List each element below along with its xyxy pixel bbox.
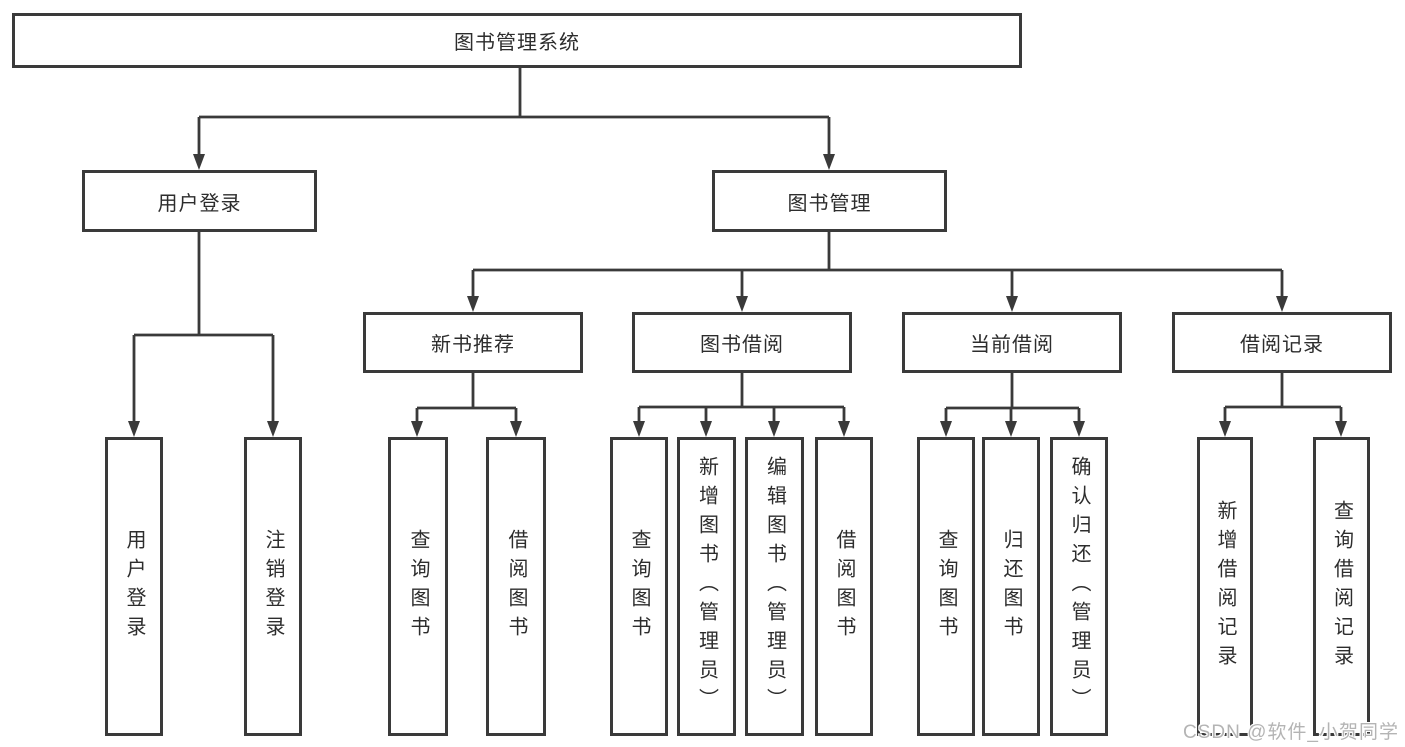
leaf-confirm-return-admin: 确认归还（管理员） <box>1050 437 1108 736</box>
leaf-borrowing-query-books-label: 查询图书 <box>628 528 650 645</box>
node-user-login-label: 用户登录 <box>157 192 242 215</box>
leaf-add-book-admin-label: 新增图书（管理员） <box>695 456 718 717</box>
leaf-add-book-admin: 新增图书（管理员） <box>677 437 736 736</box>
leaf-query-borrow-record: 查询借阅记录 <box>1313 437 1370 736</box>
csdn-watermark: CSDN @软件_小贺同学 <box>1183 722 1399 743</box>
leaf-logout-label: 注销登录 <box>262 528 284 645</box>
leaf-borrowing-borrow-books: 借阅图书 <box>815 437 873 736</box>
node-book-borrowing-label: 图书借阅 <box>700 334 784 356</box>
node-current-borrowing-label: 当前借阅 <box>970 334 1054 356</box>
leaf-recommend-borrow-books: 借阅图书 <box>486 437 546 736</box>
leaf-edit-book-admin: 编辑图书（管理员） <box>745 437 804 736</box>
leaf-user-login: 用户登录 <box>105 437 163 736</box>
node-borrowing-records: 借阅记录 <box>1172 312 1392 373</box>
leaf-current-query-books: 查询图书 <box>917 437 975 736</box>
leaf-recommend-query-books-label: 查询图书 <box>407 528 429 645</box>
leaf-user-login-label: 用户登录 <box>123 528 145 645</box>
node-user-login: 用户登录 <box>82 170 317 232</box>
leaf-recommend-query-books: 查询图书 <box>388 437 448 736</box>
node-book-management: 图书管理 <box>712 170 947 232</box>
node-book-borrowing: 图书借阅 <box>632 312 852 373</box>
node-current-borrowing: 当前借阅 <box>902 312 1122 373</box>
node-borrowing-records-label: 借阅记录 <box>1240 334 1324 356</box>
leaf-query-borrow-record-label: 查询借阅记录 <box>1330 499 1353 674</box>
leaf-current-query-books-label: 查询图书 <box>935 528 957 645</box>
leaf-edit-book-admin-label: 编辑图书（管理员） <box>763 456 786 717</box>
leaf-logout: 注销登录 <box>244 437 302 736</box>
node-root-label: 图书管理系统 <box>454 32 580 54</box>
leaf-return-books: 归还图书 <box>982 437 1040 736</box>
node-new-book-recommendation: 新书推荐 <box>363 312 583 373</box>
leaf-add-borrow-record: 新增借阅记录 <box>1197 437 1253 736</box>
leaf-recommend-borrow-books-label: 借阅图书 <box>505 528 527 645</box>
leaf-confirm-return-admin-label: 确认归还（管理员） <box>1068 456 1090 717</box>
leaf-add-borrow-record-label: 新增借阅记录 <box>1214 499 1236 674</box>
leaf-borrowing-borrow-books-label: 借阅图书 <box>833 528 855 645</box>
node-root: 图书管理系统 <box>12 13 1022 68</box>
leaf-return-books-label: 归还图书 <box>1000 528 1022 645</box>
node-new-book-recommendation-label: 新书推荐 <box>431 334 515 356</box>
leaf-borrowing-query-books: 查询图书 <box>610 437 668 736</box>
node-book-management-label: 图书管理 <box>787 192 872 215</box>
